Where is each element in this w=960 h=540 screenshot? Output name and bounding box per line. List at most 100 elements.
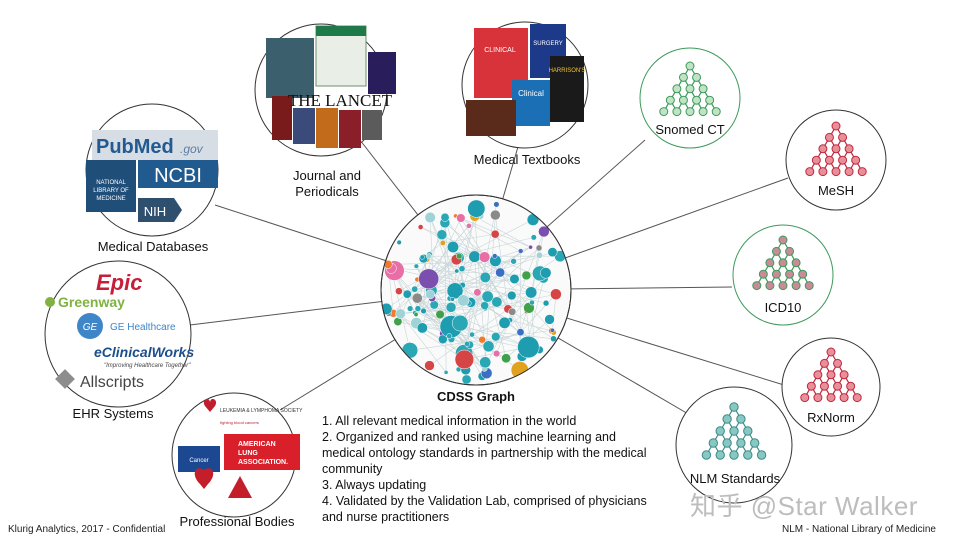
graph-node-icon: [517, 335, 540, 359]
tree-node-icon: [750, 438, 760, 448]
tree-node-icon: [722, 414, 732, 424]
footer-left: Klurig Analytics, 2017 - Confidential: [8, 524, 166, 535]
graph-node-icon: [479, 271, 491, 283]
graph-node-icon: [547, 247, 558, 258]
graph-node-icon: [493, 201, 500, 208]
graph-node-icon: [518, 248, 524, 254]
tree-node-icon: [743, 426, 753, 436]
nlm-node: [675, 386, 793, 504]
graph-node-icon: [490, 229, 500, 239]
tree-node-icon: [851, 155, 861, 165]
tree-node-icon: [831, 167, 841, 177]
snomed-tree-icon: [659, 61, 721, 117]
graph-node-icon: [466, 223, 472, 229]
tree-node-icon: [701, 450, 712, 460]
tree-node-icon: [857, 167, 867, 177]
graph-node-icon: [395, 287, 403, 295]
graph-node-icon: [424, 211, 436, 224]
tree-node-icon: [826, 370, 836, 380]
svg-text:AMERICAN: AMERICAN: [238, 441, 276, 448]
book-clinical-medicine-title: Clinical: [518, 89, 544, 98]
tree-node-icon: [715, 426, 725, 436]
tree-node-icon: [833, 358, 843, 368]
graph-node-icon: [526, 213, 540, 226]
list-item: 2. Organized and ranked using machine le…: [322, 430, 647, 476]
tree-node-icon: [811, 155, 821, 165]
tree-node-icon: [758, 269, 768, 279]
graph-node-icon: [509, 273, 520, 285]
graph-node-icon: [516, 328, 525, 337]
tree-node-icon: [743, 450, 753, 460]
graph-node-icon: [451, 314, 469, 332]
graph-node-icon: [426, 253, 433, 260]
graph-node-icon: [544, 314, 555, 325]
allscripts-logo: Allscripts: [80, 374, 144, 391]
graph-node-icon: [458, 265, 466, 273]
graph-node-icon: [420, 307, 427, 315]
lls-logo: LEUKEMIA & LYMPHOMA SOCIETY: [220, 408, 303, 414]
graph-node-icon: [490, 209, 501, 221]
graph-node-icon: [450, 296, 455, 302]
graph-node-icon: [457, 294, 470, 307]
graph-node-icon: [542, 299, 550, 307]
tree-node-icon: [711, 107, 721, 117]
graph-node-icon: [501, 353, 512, 364]
graph-node-icon: [464, 341, 470, 347]
graph-node-icon: [446, 282, 464, 300]
graph-node-icon: [540, 267, 552, 279]
tree-node-icon: [804, 281, 814, 291]
tree-node-icon: [708, 438, 718, 448]
ge-icon: [77, 313, 103, 339]
mesh-tree-icon: [805, 121, 867, 177]
tree-node-icon: [819, 358, 829, 368]
tree-node-icon: [678, 95, 688, 105]
graph-node-icon: [482, 340, 495, 353]
tree-node-icon: [659, 107, 669, 117]
graph-node-icon: [473, 288, 482, 297]
svg-text:GE: GE: [83, 322, 98, 333]
graph-node-icon: [402, 289, 412, 299]
tree-node-icon: [819, 381, 829, 391]
graph-node-icon: [416, 322, 428, 334]
tree-node-icon: [846, 381, 856, 391]
tree-node-icon: [800, 393, 810, 403]
list-item: 1. All relevant medical information in t…: [322, 414, 577, 428]
pubmed-logo: PubMed: [96, 136, 174, 158]
graph-node-icon: [456, 252, 463, 260]
graph-node-icon: [407, 305, 414, 312]
svg-text:MEDICINE: MEDICINE: [96, 196, 125, 202]
tree-node-icon: [791, 281, 801, 291]
nlm-standards-label: NLM Standards: [689, 471, 781, 486]
graph-node-icon: [447, 241, 459, 253]
graph-node-icon: [443, 370, 449, 375]
tree-node-icon: [833, 381, 843, 391]
tree-node-icon: [752, 281, 762, 291]
databases-label: Medical Databases: [97, 239, 209, 254]
ehr-node: Epic Greenway GE GE Healthcare eClinical…: [44, 260, 194, 408]
pubmed-gov: .gov: [180, 142, 204, 156]
watermark: 知乎 @Star Walker: [690, 491, 918, 521]
mesh-node: [785, 109, 887, 211]
triangle-icon: [228, 476, 252, 498]
databases-node: PubMed .gov NATIONAL LIBRARY OF MEDICINE…: [85, 103, 219, 237]
nlm-tree-icon: [701, 402, 767, 460]
tree-node-icon: [818, 144, 828, 154]
tree-node-icon: [736, 438, 746, 448]
ecw-logo: eClinicalWorks: [94, 344, 194, 360]
footer-right: NLM - National Library of Medicine: [782, 524, 936, 535]
svg-text:LIBRARY OF: LIBRARY OF: [93, 188, 129, 194]
tree-node-icon: [838, 155, 848, 165]
graph-node-icon: [510, 258, 517, 265]
journals-label: Journal and Periodicals: [293, 168, 361, 199]
tree-node-icon: [831, 121, 841, 131]
icd10-node: [732, 224, 834, 326]
ge-logo: GE Healthcare: [110, 322, 176, 333]
graph-node-icon: [535, 244, 543, 252]
graph-node-icon: [491, 296, 503, 308]
graph-node-icon: [395, 308, 406, 319]
tree-node-icon: [805, 167, 815, 177]
bodies-label: Professional Bodies: [179, 514, 295, 529]
graph-node-icon: [411, 292, 423, 304]
list-item: 3. Always updating: [322, 478, 427, 492]
graph-node-icon: [418, 268, 439, 290]
